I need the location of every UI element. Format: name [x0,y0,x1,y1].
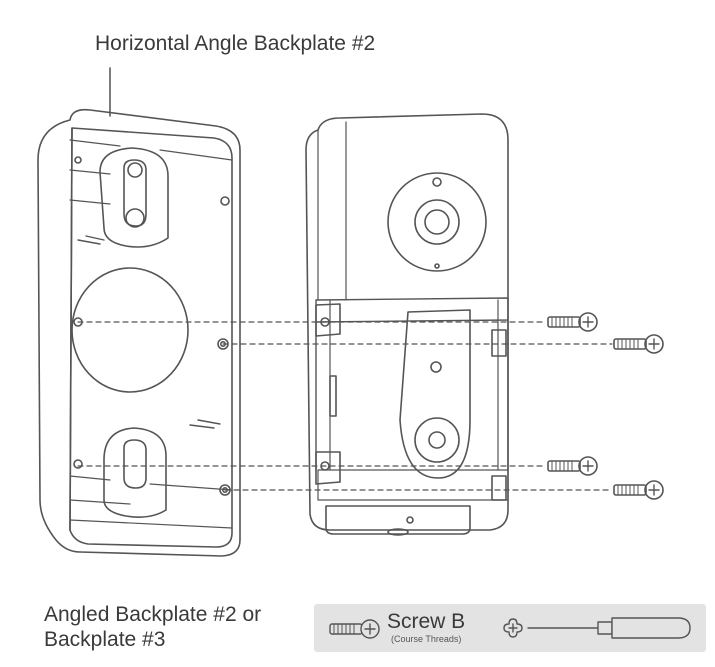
angled-backplate-label: Angled Backplate #2 or Backplate #3 [44,602,261,652]
screw-hole [73,459,83,469]
screw-icon [547,312,598,332]
bracket-plate [399,309,471,479]
backplate [37,108,241,557]
wire-opening [71,267,189,393]
phillips-head-icon [503,618,523,638]
top-keyhole-boss [99,147,169,248]
screw-icon [613,480,664,500]
camera-lens [414,199,460,245]
horizontal-backplate-label: Horizontal Angle Backplate #2 [95,32,376,55]
screwdriver-icon [527,617,691,639]
angled-backplate-label-line2: Backplate #3 [44,628,166,651]
angled-backplate-label-line1: Angled Backplate #2 or [44,603,262,626]
screw-note-label: (Course Threads) [391,634,462,644]
doorbell-device [305,113,509,536]
camera-ring [387,172,487,272]
bottom-keyhole-boss [103,427,167,518]
alignment-lines [77,321,613,491]
legend-screw-icon [329,619,380,639]
screw-icon [547,456,598,476]
screw-name-label: Screw B [387,610,466,633]
screw-icon [613,334,664,354]
